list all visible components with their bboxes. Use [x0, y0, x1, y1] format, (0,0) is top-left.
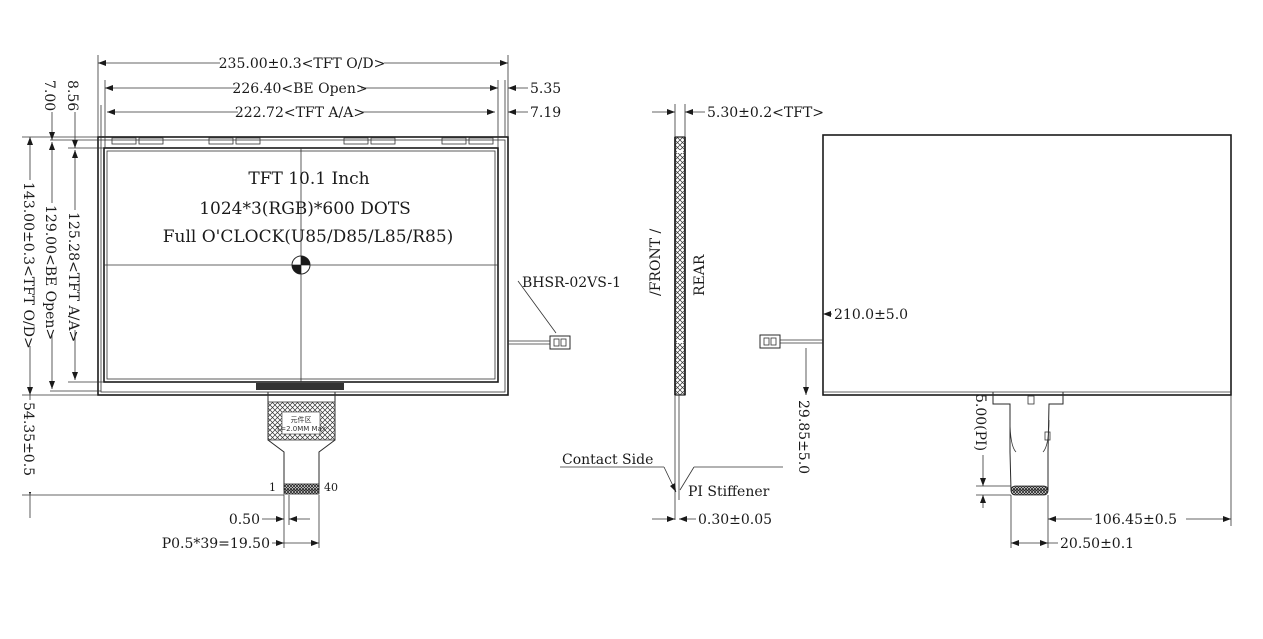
- dim-fpc-width: 20.50±0.1: [1060, 536, 1134, 552]
- pi-stiffener-label: PI Stiffener: [688, 484, 770, 500]
- rear-fpc: [992, 392, 1064, 491]
- dim-thickness: 5.30±0.2<TFT>: [707, 105, 824, 121]
- dim-pi-thickness: 0.30±0.05: [698, 512, 772, 528]
- contact-side-label: Contact Side: [562, 452, 653, 468]
- fpc-thickness-label: T=2.0MM Max: [275, 425, 326, 433]
- dim-left-856: 8.56: [64, 80, 80, 111]
- connector-label: BHSR-02VS-1: [522, 275, 621, 291]
- dim-height-aa: 125.28<TFT A/A>: [65, 212, 81, 342]
- top-tabs: [111, 137, 494, 145]
- fpc-pin-1: 1: [269, 481, 276, 494]
- dim-right-535: 5.35: [530, 81, 561, 97]
- pitch-dimensions: 0.50 P0.5*39=19.50: [162, 495, 320, 552]
- front-view: TFT 10.1 Inch 1024*3(RGB)*600 DOTS Full …: [20, 54, 621, 552]
- height-dimensions: 8.56 7.00 125.28<TFT A/A> 129.00<BE Open…: [20, 80, 284, 518]
- resolution-label: 1024*3(RGB)*600 DOTS: [199, 199, 411, 219]
- dim-height-be: 129.00<BE Open>: [42, 205, 58, 340]
- be-open-outline: [100, 139, 506, 393]
- dim-offset-vertical: 29.85±5.0: [795, 400, 811, 474]
- dim-cable-length: 210.0±5.0: [834, 307, 908, 323]
- center-mark-icon: [291, 255, 311, 275]
- fpc-pin-40: 40: [324, 481, 338, 494]
- dim-pitch-total: P0.5*39=19.50: [162, 536, 270, 552]
- rear-connector: [759, 334, 823, 349]
- dim-left-700: 7.00: [41, 80, 57, 111]
- dim-offset-horizontal: 106.45±0.5: [1094, 512, 1177, 528]
- rear-fpc-fingers: [1010, 485, 1049, 496]
- front-fpc: 元件区 T=2.0MM Max 1 40: [267, 392, 338, 495]
- dim-fpc-length: 54.35±0.5: [20, 402, 36, 476]
- fpc-component-area-label: 元件区: [291, 415, 312, 424]
- rear-outline: [822, 134, 1232, 396]
- rear-side-label: REAR: [692, 254, 708, 296]
- side-profile: [674, 136, 686, 396]
- dim-width-be: 226.40<BE Open>: [232, 81, 367, 97]
- dim-right-719: 7.19: [530, 105, 561, 121]
- panel-size-label: TFT 10.1 Inch: [248, 169, 369, 189]
- dim-pitch: 0.50: [229, 512, 260, 528]
- fpc-gold-fingers: [283, 483, 320, 495]
- dim-width-aa: 222.72<TFT A/A>: [235, 105, 365, 121]
- dim-fpc-pi: 5.00(PI): [972, 394, 988, 451]
- viewing-angle-label: Full O'CLOCK(U85/D85/L85/R85): [163, 227, 454, 247]
- dim-height-outline: 143.00±0.3<TFT O/D>: [20, 182, 36, 349]
- width-dimensions: 235.00±0.3<TFT O/D> 226.40<BE Open> 222.…: [97, 54, 561, 148]
- bottom-bonding-bar: [256, 383, 344, 390]
- front-connector: BHSR-02VS-1: [508, 275, 621, 350]
- dim-width-outline: 235.00±0.3<TFT O/D>: [219, 56, 386, 72]
- tft-outline: [97, 136, 509, 396]
- rear-view: 210.0±5.0 29.85±5.0 5.00(PI) 106.45±0.5 …: [759, 134, 1232, 552]
- side-view: 5.30±0.2<TFT> /FRONT / REAR Contact Side…: [560, 104, 824, 528]
- front-side-label: /FRONT /: [648, 229, 664, 296]
